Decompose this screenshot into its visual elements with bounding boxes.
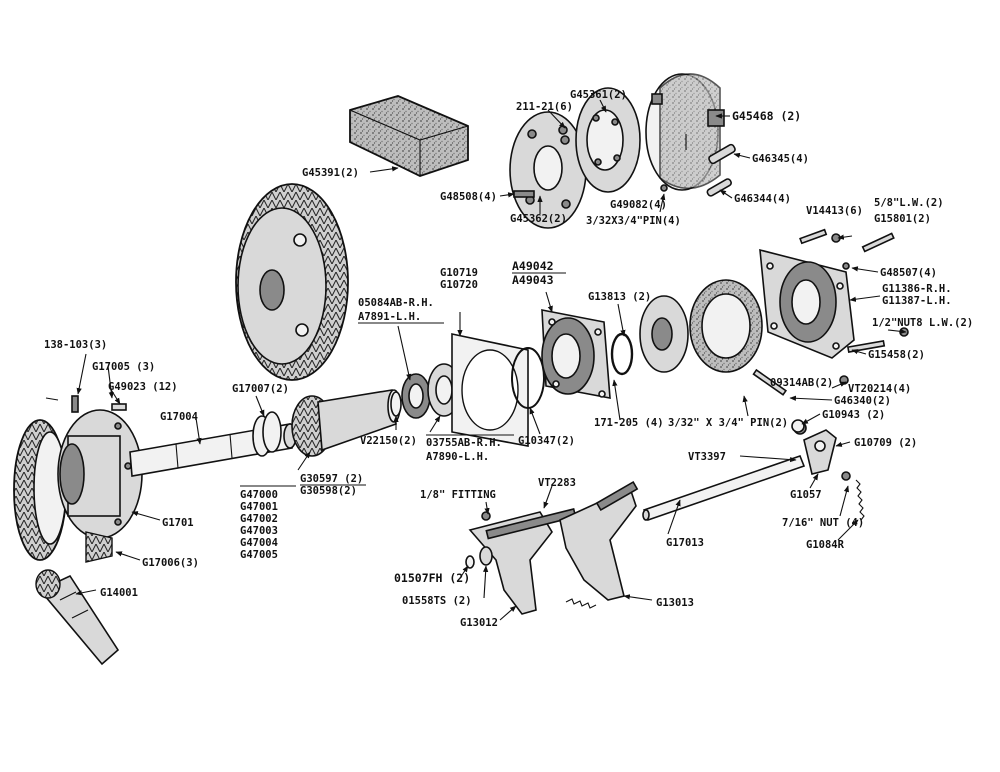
brake-pedal-right — [559, 480, 639, 601]
brake-plate — [509, 111, 587, 229]
label-138-103: 138-103(3) — [44, 339, 107, 351]
label-pin-3-32-x4: 3/32X3/4"PIN(4) — [586, 215, 681, 227]
label-g49082: G49082(4) — [610, 199, 667, 211]
housing-bolts — [799, 228, 909, 354]
label-g47001: G47001 — [240, 501, 278, 513]
label-g46344: G46344(4) — [734, 193, 791, 205]
label-g10943: G10943 (2) — [822, 409, 885, 421]
label-g45362: G45362(2) — [510, 213, 567, 225]
label-g48507: G48507(4) — [880, 267, 937, 279]
bearing-housing — [541, 309, 611, 399]
label-03755ab: 03755AB-R.H. — [426, 437, 502, 449]
label-fitting-1-8: 1/8" FITTING — [420, 489, 496, 501]
label-g13013: G13013 — [656, 597, 694, 609]
label-g47002: G47002 — [240, 513, 278, 525]
label-v14413: V14413(6) — [806, 205, 863, 217]
label-g17013: G17013 — [666, 537, 704, 549]
differential-carrier — [57, 409, 143, 539]
leader-lines — [75, 99, 907, 621]
label-g13813: G13813 (2) — [588, 291, 651, 303]
pedal-spring — [565, 598, 597, 609]
drive-pinion-shaft — [35, 569, 120, 666]
label-01558ts: 01558TS (2) — [402, 595, 472, 607]
lever-bolts — [752, 368, 849, 433]
label-g45361: G45361(2) — [570, 89, 627, 101]
large-spur-gear — [235, 183, 349, 381]
label-vt20214: VT20214(4) — [848, 383, 911, 395]
label-a7891: A7891-L.H. — [358, 311, 421, 323]
label-g49023: G49023 (12) — [108, 381, 178, 393]
label-g47003: G47003 — [240, 525, 278, 537]
ring-gear — [13, 419, 67, 561]
brake-drum — [575, 87, 641, 193]
label-g47005: G47005 — [240, 549, 278, 561]
label-g15801: G15801(2) — [874, 213, 931, 225]
label-a49042: A49042 — [512, 259, 554, 273]
cross-shaft — [642, 454, 806, 522]
brake-drum-lower — [639, 295, 689, 373]
label-g17005: G17005 (3) — [92, 361, 155, 373]
label-05084ab: 05084AB-R.H. — [358, 297, 434, 309]
label-09314ab: 09314AB(2) — [770, 377, 833, 389]
brake-band — [645, 73, 725, 191]
label-g11386: G11386-R.H. — [882, 283, 952, 295]
label-g10709: G10709 (2) — [854, 437, 917, 449]
small-pins-left — [45, 395, 127, 413]
label-a49043: A49043 — [512, 273, 554, 287]
label-nut-1-2: 1/2"NUT8 L.W.(2) — [872, 317, 973, 329]
label-g46340: G46340(2) — [834, 395, 891, 407]
label-pin-3-32-x2: 3/32" X 3/4" PIN(2) — [668, 417, 788, 429]
label-g30597: G30597 (2) — [300, 473, 363, 485]
retainer-ring — [610, 332, 634, 376]
label-vt3397: VT3397 — [688, 451, 726, 463]
label-g17007: G17007(2) — [232, 383, 289, 395]
roller-bearings — [390, 363, 461, 419]
label-g47000: G47000 — [240, 489, 278, 501]
part-labels: G45391(2) 211-21(6) G45361(2) G45468 (2)… — [44, 89, 973, 629]
label-211-21: 211-21(6) — [516, 101, 573, 113]
brake-housing-cover — [759, 248, 855, 359]
label-g1701: G1701 — [162, 517, 194, 529]
label-171-205: 171-205 (4) — [594, 417, 664, 429]
label-g1057: G1057 — [790, 489, 822, 501]
label-g10347: G10347(2) — [518, 435, 575, 447]
label-vt2283: VT2283 — [538, 477, 576, 489]
thrust-washers — [252, 411, 282, 457]
gasket-plate — [451, 333, 529, 447]
label-g10720: G10720 — [440, 279, 478, 291]
label-v22150: V22150(2) — [360, 435, 417, 447]
label-g45391: G45391(2) — [302, 167, 359, 179]
label-g17004: G17004 — [160, 411, 198, 423]
label-g30598: G30598(2) — [300, 485, 357, 497]
label-g48508: G48508(4) — [440, 191, 497, 203]
label-g17006: G17006(3) — [142, 557, 199, 569]
label-nut-7-16: 7/16" NUT (4) — [782, 517, 864, 529]
label-g13012: G13012 — [460, 617, 498, 629]
label-g47004: G47004 — [240, 537, 278, 549]
label-g1084r: G1084R — [806, 539, 845, 551]
return-spring-right — [841, 471, 865, 521]
label-g46345: G46345(4) — [752, 153, 809, 165]
bevel-pinion — [85, 531, 113, 563]
brake-lining-block — [349, 95, 469, 177]
label-lw-5-8: 5/8"L.W.(2) — [874, 197, 944, 209]
label-01507fh: 01507FH (2) — [394, 571, 470, 585]
label-g15458: G15458(2) — [868, 349, 925, 361]
label-a7890: A7890-L.H. — [426, 451, 489, 463]
label-g10719: G10719 — [440, 267, 478, 279]
brake-band-lower — [689, 279, 763, 373]
label-g45468: G45468 (2) — [732, 109, 801, 123]
label-g14001: G14001 — [100, 587, 138, 599]
o-ring — [511, 347, 545, 409]
label-g11387: G11387-L.H. — [882, 295, 952, 307]
